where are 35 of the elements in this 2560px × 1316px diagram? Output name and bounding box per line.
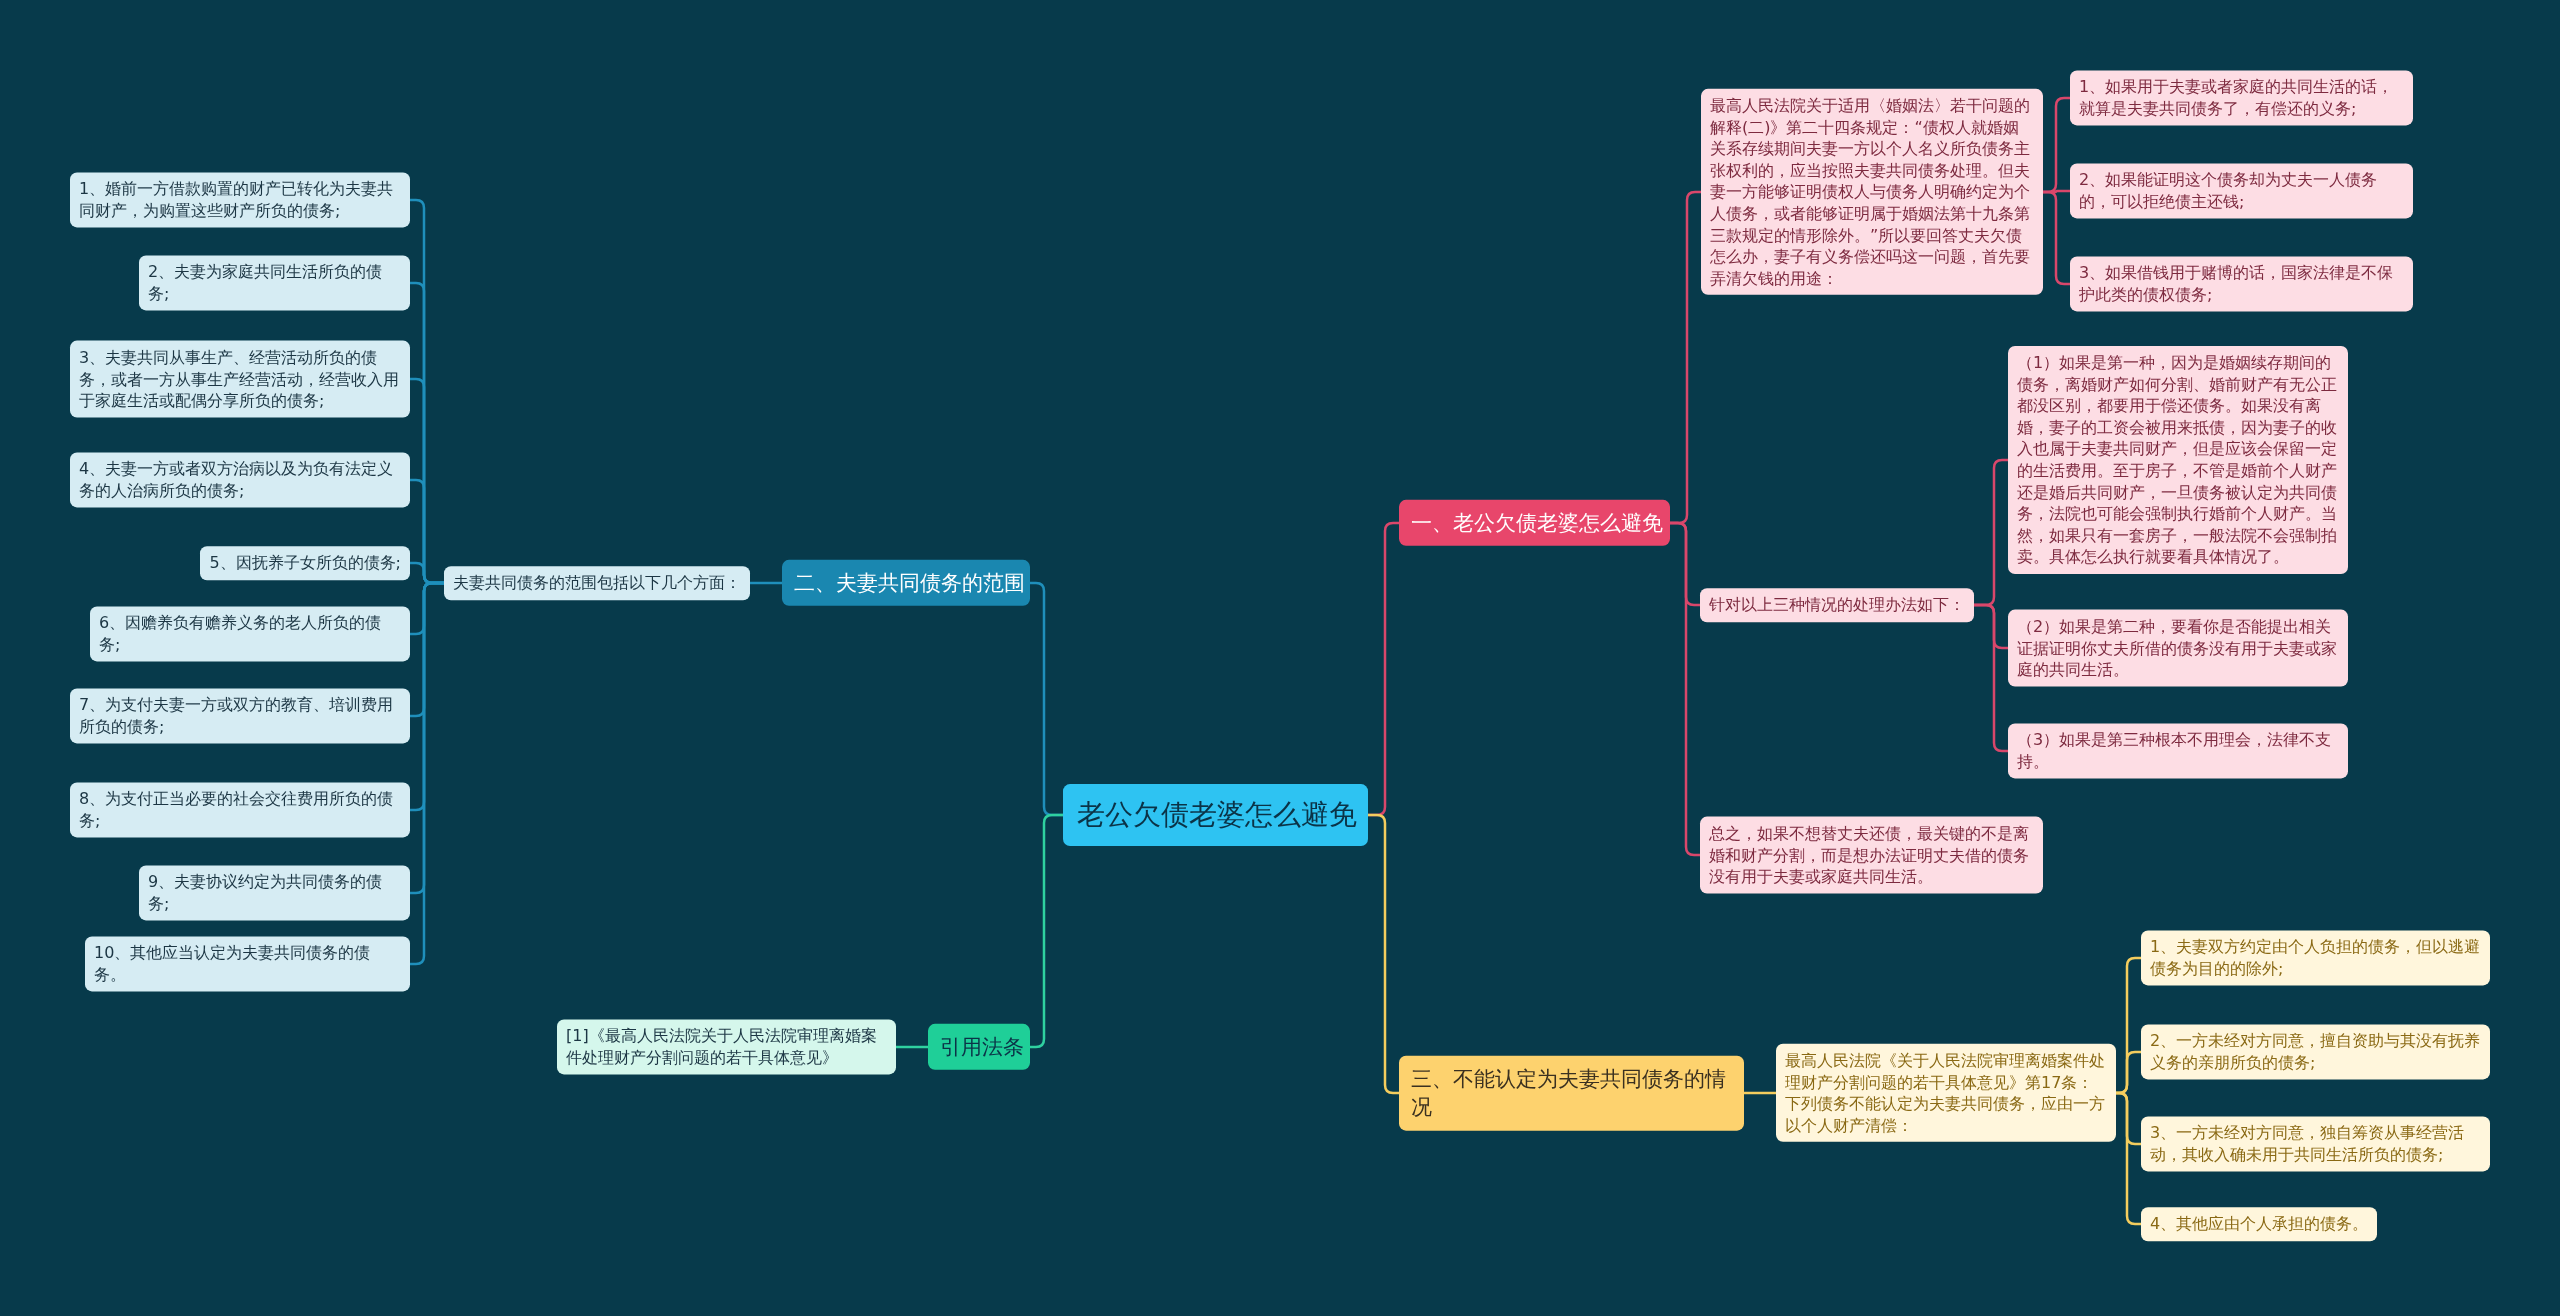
subtopic-box: （3）如果是第三种根本不用理会，法律不支持。	[2008, 723, 2348, 779]
branch-topic: 三、不能认定为夫妻共同债务的情况	[1399, 1055, 1744, 1131]
subtopic-box: 3、夫妻共同从事生产、经营活动所负的债务，或者一方从事生产经营活动，经营收入用于家庭生活或配偶分享所负的债务;	[70, 340, 410, 418]
subtopic-box: 9、夫妻协议约定为共同债务的债务;	[139, 865, 410, 921]
subtopic-box: 1、如果用于夫妻或者家庭的共同生活的话，就算是夫妻共同债务了，有偿还的义务;	[2070, 70, 2413, 126]
branch-topic: 二、夫妻共同债务的范围	[782, 559, 1030, 607]
subtopic-box: [1]《最高人民法院关于人民法院审理离婚案件处理财产分割问题的若干具体意见》	[557, 1019, 896, 1075]
subtopic-box: 3、如果借钱用于赌博的话，国家法律是不保护此类的债权债务;	[2070, 256, 2413, 312]
subtopic-box: 夫妻共同债务的范围包括以下几个方面：	[444, 566, 750, 600]
central-topic: 老公欠债老婆怎么避免	[1063, 784, 1368, 846]
connector-line	[750, 581, 782, 585]
subtopic-box: 1、夫妻双方约定由个人负担的债务，但以逃避债务为目的的除外;	[2141, 930, 2490, 986]
subtopic-box: 针对以上三种情况的处理办法如下：	[1700, 588, 1974, 622]
subtopic-box: 4、夫妻一方或者双方治病以及为负有法定义务的人治病所负的债务;	[70, 452, 410, 508]
branch-topic: 引用法条	[928, 1023, 1030, 1071]
subtopic-box: 4、其他应由个人承担的债务。	[2141, 1207, 2378, 1241]
connector-line	[896, 1045, 928, 1049]
subtopic-box: 2、如果能证明这个债务却为丈夫一人债务的，可以拒绝债主还钱;	[2070, 163, 2413, 219]
branch-topic: 一、老公欠债老婆怎么避免	[1399, 499, 1670, 547]
connector-line	[1744, 1091, 1776, 1095]
subtopic-box: （2）如果是第二种，要看你是否能提出相关证据证明你丈夫所借的债务没有用于夫妻或家庭的共同生活。	[2008, 609, 2348, 687]
subtopic-box: 10、其他应当认定为夫妻共同债务的债务。	[85, 936, 410, 992]
subtopic-box: 6、因赡养负有赡养义务的老人所负的债务;	[90, 606, 410, 662]
subtopic-box: （1）如果是第一种，因为是婚姻续存期间的债务，离婚财产如何分割、婚前财产有无公正都没区别，都要用于偿还债务。如果没有离婚，妻子的工资会被用来抵债，因为妻子的收入也属于夫妻共同财产，但是应该会保留一定的生活费用。至于房子，不管是婚前个人财产还是婚后共同财产，一旦债务被认定为共同债务，法院也可能会强制执行婚前个人财产。当然，如果只有一套房子，一般法院不会强制拍卖。具体怎么执行就要看具体情况了。	[2008, 346, 2348, 574]
subtopic-box: 2、一方未经对方同意，擅自资助与其没有抚养义务的亲朋所负的债务;	[2141, 1024, 2490, 1080]
subtopic-box: 2、夫妻为家庭共同生活所负的债务;	[139, 255, 410, 311]
subtopic-box: 7、为支付夫妻一方或双方的教育、培训费用所负的债务;	[70, 688, 410, 744]
subtopic-box: 8、为支付正当必要的社会交往费用所负的债务;	[70, 782, 410, 838]
connector-line	[1368, 813, 1399, 1095]
subtopic-box: 最高人民法院关于适用〈婚姻法〉若干问题的解释(二)》第二十四条规定：“债权人就婚姻关系存续期间夫妻一方以个人名义所负债务主张权利的，应当按照夫妻共同债务处理。但夫妻一方能够证明债权人与债务人明确约定为个人债务，或者能够证明属于婚姻法第十九条第三款规定的情形除外。”所以要回答丈夫欠债怎么办，妻子有义务偿还吗这一问题，首先要弄清欠钱的用途：	[1701, 88, 2043, 296]
subtopic-box: 5、因抚养子女所负的债务;	[200, 546, 410, 580]
subtopic-box: 1、婚前一方借款购置的财产已转化为夫妻共同财产，为购置这些财产所负的债务;	[70, 172, 410, 228]
subtopic-box: 3、一方未经对方同意，独自筹资从事经营活动，其收入确未用于共同生活所负的债务;	[2141, 1116, 2490, 1172]
subtopic-box: 最高人民法院《关于人民法院审理离婚案件处理财产分割问题的若干具体意见》第17条：下列债务不能认定为夫妻共同债务，应由一方以个人财产清偿：	[1776, 1043, 2116, 1143]
subtopic-box: 总之，如果不想替丈夫还债，最关键的不是离婚和财产分割，而是想办法证明丈夫借的债务没有用于夫妻或家庭共同生活。	[1700, 816, 2043, 894]
